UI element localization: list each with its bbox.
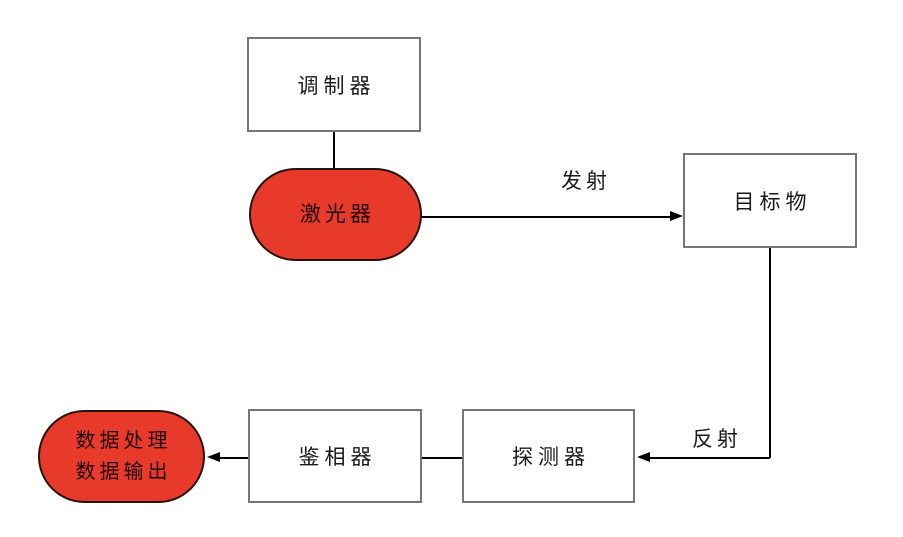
connector-modulator-laser <box>333 132 335 168</box>
node-data-output: 数据处理 数据输出 <box>38 410 205 503</box>
connector-emit-line <box>421 216 673 218</box>
node-modulator-label: 调制器 <box>297 73 376 98</box>
node-phase-detector-label: 鉴相器 <box>298 445 377 469</box>
node-laser: 激光器 <box>249 168 422 261</box>
connector-detector-phase <box>422 457 462 459</box>
node-data-output-line1: 数据处理 <box>75 429 172 452</box>
connector-output-line <box>219 457 248 459</box>
arrowhead-right-icon <box>670 211 683 221</box>
node-target-label: 目标物 <box>733 189 812 214</box>
node-data-output-line2: 数据输出 <box>75 460 172 483</box>
node-phase-detector: 鉴相器 <box>248 409 422 503</box>
node-modulator: 调制器 <box>247 37 421 132</box>
node-laser-label: 激光器 <box>300 202 375 226</box>
edge-label-reflect: 反射 <box>692 427 742 451</box>
node-target: 目标物 <box>683 153 857 248</box>
connector-reflect-horizontal <box>648 457 770 459</box>
node-detector-label: 探测器 <box>512 445 590 469</box>
edge-label-emit: 发射 <box>561 169 611 193</box>
arrowhead-left-icon <box>207 452 220 462</box>
arrowhead-left-icon <box>637 452 650 462</box>
connector-reflect-vertical <box>769 248 771 458</box>
node-detector: 探测器 <box>462 409 635 503</box>
